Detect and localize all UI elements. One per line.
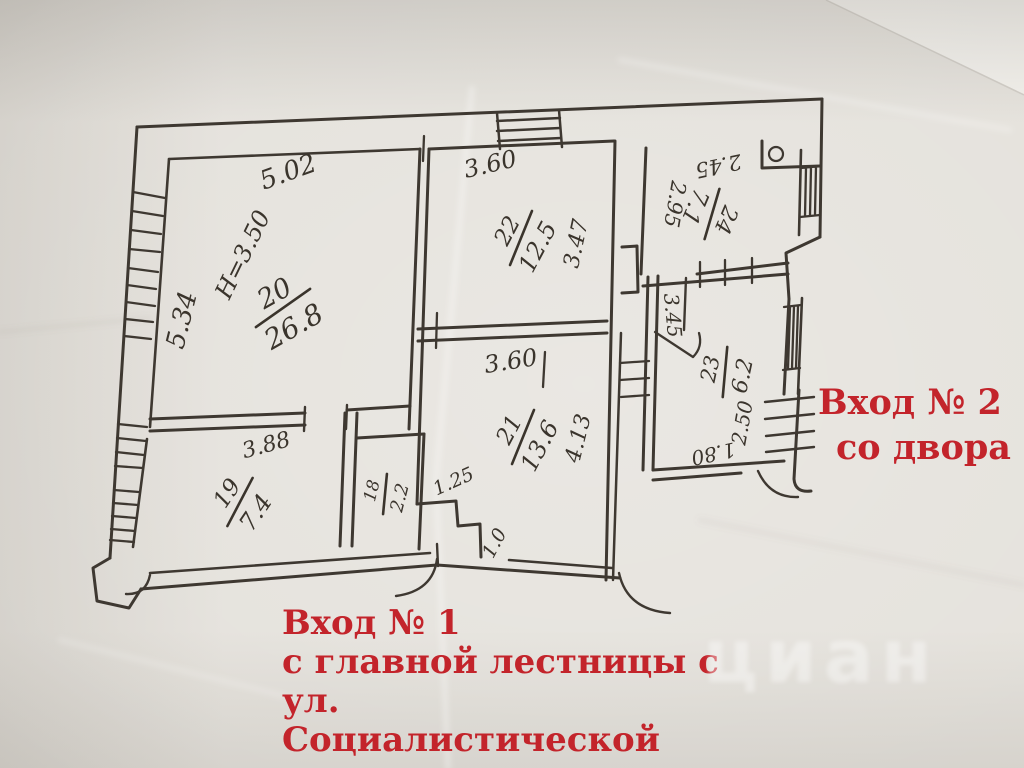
- window-icon: [122, 266, 160, 341]
- dimension-label: 3.45: [659, 292, 687, 338]
- entrance-1-line3: ул.: [282, 681, 340, 721]
- outer-walls: [91, 97, 824, 610]
- entrance-1-line1: Вход № 1: [282, 603, 461, 643]
- room-20-walls: [148, 147, 431, 506]
- svg-text:23: 23: [696, 353, 725, 385]
- window-hatches-left: [108, 190, 167, 544]
- door-arc: [617, 571, 672, 615]
- flue-box: [760, 139, 822, 170]
- room-24-23-walls: [639, 139, 822, 482]
- entrance-2-line2: со двора: [836, 427, 1011, 468]
- window-hatches-right: [781, 164, 823, 372]
- wall-box: [620, 244, 640, 295]
- window-icon: [108, 488, 141, 544]
- room-22-21-walls: [416, 134, 651, 582]
- entrance-1-structure: [124, 499, 672, 615]
- stairs-icon: [763, 395, 816, 454]
- svg-text:3.45: 3.45: [659, 292, 687, 338]
- inner-walls: [131, 147, 804, 575]
- corner-bay: [91, 556, 143, 610]
- window-icon: [127, 190, 167, 254]
- door-swing: [653, 330, 702, 359]
- entrance-2-structure: [756, 388, 816, 499]
- window-icon: [113, 422, 149, 470]
- top-stairs: [495, 108, 564, 151]
- entrance-1-label: Вход № 1 с главной лестницы с ул. Социал…: [282, 604, 719, 760]
- window-icon: [798, 164, 823, 219]
- window-icon: [781, 303, 803, 372]
- entrance-1-line2: с главной лестницы с: [282, 642, 719, 682]
- door-arc: [394, 557, 439, 598]
- entrance-1-line4: Социалистической: [282, 720, 660, 760]
- site-watermark: циан: [703, 614, 939, 700]
- paper-creases: [0, 57, 1024, 768]
- ink-lines: [91, 97, 824, 615]
- room-19-18-walls: [338, 411, 426, 551]
- step-wall: [415, 499, 483, 559]
- flue-circle: [767, 145, 785, 163]
- entrance-2-line1: Вход № 2: [818, 382, 1002, 423]
- entrance-2-label: Вход № 2 со двора: [818, 380, 1011, 470]
- door-arc: [124, 573, 152, 596]
- door-arc: [756, 469, 800, 499]
